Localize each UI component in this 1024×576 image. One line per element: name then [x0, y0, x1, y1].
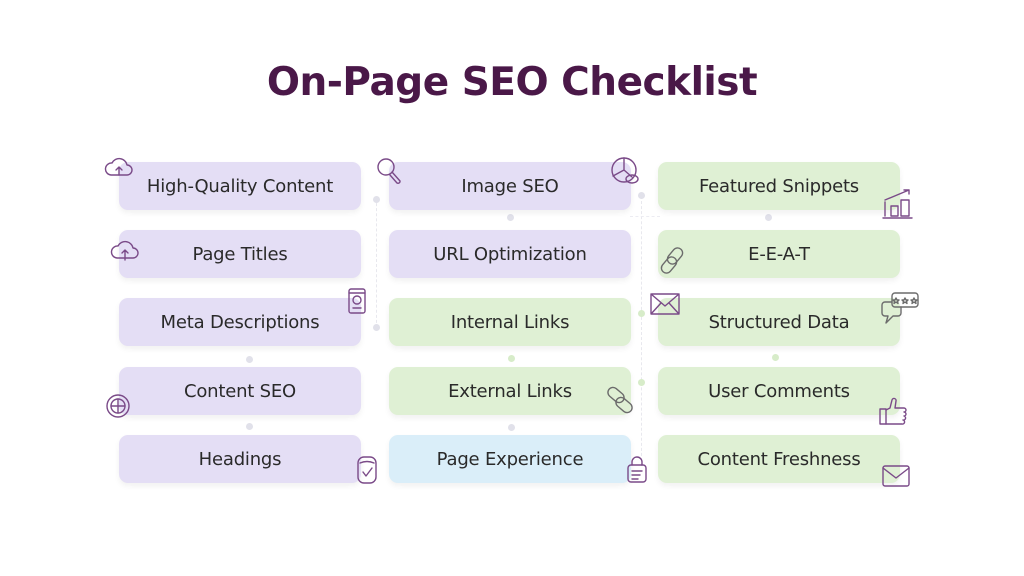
- connector-dot: [508, 355, 515, 362]
- pie-chart-icon: [610, 156, 640, 186]
- item-label: Content SEO: [183, 380, 297, 402]
- connector-dot: [508, 424, 515, 431]
- thumbs-up-icon: [878, 396, 908, 426]
- checklist-item-eeat: E-E-A-T: [658, 230, 900, 278]
- connector-dot: [373, 196, 380, 203]
- item-label: Featured Snippets: [699, 175, 859, 197]
- connector-dot: [246, 356, 253, 363]
- checklist-item-url-optimization: URL Optimization: [389, 230, 631, 278]
- connector-line: [641, 196, 642, 466]
- checklist-item-page-experience: Page Experience: [389, 435, 631, 483]
- item-label: URL Optimization: [433, 243, 587, 265]
- page-title: On-Page SEO Checklist: [266, 60, 758, 105]
- item-label: Headings: [198, 448, 282, 470]
- checklist-item-headings: Headings: [119, 435, 361, 483]
- cloud-upload-icon: [110, 238, 140, 262]
- envelope-icon: [882, 465, 910, 487]
- lock-document-icon: [626, 456, 648, 484]
- mobile-profile-icon: [347, 288, 367, 314]
- item-label: Structured Data: [708, 311, 850, 333]
- envelope-icon: [650, 293, 680, 315]
- link-icon: [605, 386, 635, 416]
- item-label: Page Experience: [436, 448, 584, 470]
- checklist-item-featured-snippets: Featured Snippets: [658, 162, 900, 210]
- star-review-bubble-icon: [880, 291, 920, 325]
- connector-dot: [638, 310, 645, 317]
- cloud-upload-icon: [104, 155, 134, 179]
- checklist-item-image-seo: Image SEO: [389, 162, 631, 210]
- connector-dot: [772, 354, 779, 361]
- connector-dot: [765, 214, 772, 221]
- checklist-item-high-quality-content: High-Quality Content: [119, 162, 361, 210]
- item-label: Content Freshness: [697, 448, 861, 470]
- connector-dot: [507, 214, 514, 221]
- checklist-item-page-titles: Page Titles: [119, 230, 361, 278]
- connector-line: [630, 216, 660, 217]
- magnifier-icon: [375, 156, 405, 186]
- item-label: High-Quality Content: [146, 175, 334, 197]
- checklist-item-user-comments: User Comments: [658, 367, 900, 415]
- checklist-item-content-freshness: Content Freshness: [658, 435, 900, 483]
- checklist-item-external-links: External Links: [389, 367, 631, 415]
- checklist-item-content-seo: Content SEO: [119, 367, 361, 415]
- connector-dot: [373, 324, 380, 331]
- connector-dot: [638, 192, 645, 199]
- checklist-item-internal-links: Internal Links: [389, 298, 631, 346]
- item-label: E-E-A-T: [748, 243, 810, 265]
- connector-dot: [638, 379, 645, 386]
- item-label: Image SEO: [461, 175, 559, 197]
- item-label: Meta Descriptions: [160, 311, 320, 333]
- checklist-item-structured-data: Structured Data: [658, 298, 900, 346]
- item-label: User Comments: [708, 380, 850, 402]
- globe-icon: [105, 393, 131, 419]
- clipboard-check-icon: [356, 455, 378, 485]
- item-label: Internal Links: [450, 311, 570, 333]
- item-label: External Links: [448, 380, 572, 402]
- connector-line: [376, 198, 377, 328]
- link-icon: [660, 245, 690, 275]
- checklist-item-meta-descriptions: Meta Descriptions: [119, 298, 361, 346]
- item-label: Page Titles: [192, 243, 288, 265]
- bar-chart-growth-icon: [881, 188, 913, 220]
- connector-dot: [246, 423, 253, 430]
